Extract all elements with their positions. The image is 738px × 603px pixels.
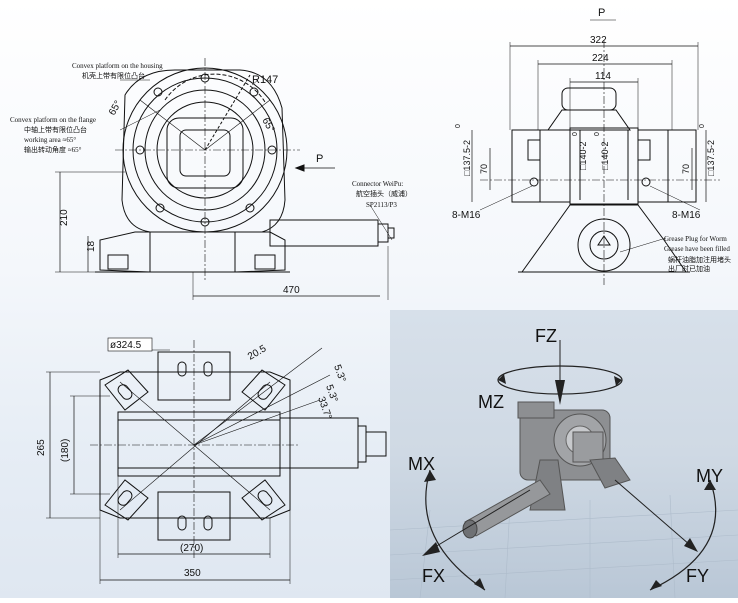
label-convex-housing-en: Convex platform on the housing [72, 62, 163, 70]
dim-224: 224 [592, 53, 609, 64]
thread-right-label: 8-M16 [672, 210, 701, 221]
worm-shaft [269, 219, 379, 247]
label-working-area-en: working area ≈65° [24, 136, 77, 144]
mx-rotation-arrow [425, 469, 486, 591]
grease-note-cn-1: 蜗杆油脂加注用堵头 [668, 256, 731, 264]
side-view-drawing: R147 65° 65° P 210 18 470 Convex platfor… [0, 0, 440, 310]
dim-20-5: 20.5 [246, 343, 269, 362]
label-mz: MZ [478, 392, 504, 412]
worm-shaft-top [117, 411, 281, 477]
gearbox-render [462, 401, 631, 539]
dim-inner-right: □140-2 [600, 142, 610, 170]
top-view-drawing: ø324.5 20.5 5.3° 5.3° 33.7° 265 (180) (2… [0, 310, 390, 598]
dim-right-square: □137.5-2 [706, 140, 716, 176]
thread-left-label: 8-M16 [452, 210, 481, 221]
dim-322: 322 [590, 35, 607, 46]
connector-model: SP2113/P3 [366, 201, 397, 209]
connector-label-en: Connector WeiPu: [352, 180, 404, 188]
dim-5-3-a: 5.3° [331, 363, 347, 384]
angle-left-label: 65° [107, 99, 124, 118]
dim-inner-left: □140-2 [578, 142, 588, 170]
dim-265: 265 [36, 439, 47, 456]
label-convex-flange-cn: 中轴上带有限位凸台 [24, 126, 87, 134]
dim-inner-left-tol: 0 [572, 132, 579, 136]
dim-70-left: 70 [479, 164, 489, 174]
dim-270: (270) [180, 543, 203, 554]
dim-18: 18 [86, 240, 97, 252]
dim-180: (180) [60, 439, 71, 462]
dim-length-470: 470 [283, 285, 300, 296]
connector-label-cn: 航空插头（威浦） [356, 190, 412, 198]
dim-350: 350 [184, 568, 201, 579]
dim-70-right: 70 [681, 164, 691, 174]
label-fx: FX [422, 566, 445, 586]
label-fy: FY [686, 566, 709, 586]
load-axes-render: FZ MZ MX MY FX FY [389, 310, 738, 599]
dim-114: 114 [595, 71, 611, 82]
label-mx: MX [408, 454, 435, 474]
view-arrow-label: P [316, 153, 323, 165]
grease-note-en-2: Grease have been filled [664, 245, 730, 253]
front-view-drawing: P 322 224 114 □137.5-2 0 □137.5-2 0 □140… [440, 0, 738, 310]
my-rotation-arrow [649, 479, 717, 591]
view-label-p: P [598, 7, 605, 19]
dim-diameter: ø324.5 [110, 340, 142, 351]
dim-right-square-tol: 0 [699, 124, 706, 128]
grease-note-cn-2: 出厂时已加油 [668, 265, 710, 273]
label-working-area-cn: 输出转动角度 ≈65° [24, 146, 82, 154]
grease-note-en-1: Grease Plug for Worm [664, 235, 727, 243]
housing-outline [121, 69, 286, 233]
radius-label: R147 [252, 74, 278, 86]
label-convex-housing-cn: 机壳上带有限位凸台 [82, 72, 145, 80]
label-my: MY [696, 466, 723, 486]
dim-height-210: 210 [59, 209, 70, 226]
dim-inner-right-tol: 0 [594, 132, 601, 136]
dim-left-square: □137.5-2 [462, 140, 472, 176]
dim-left-square-tol: 0 [455, 124, 462, 128]
label-fz: FZ [535, 326, 557, 346]
label-convex-flange-en: Convex platform on the flange [10, 116, 96, 124]
